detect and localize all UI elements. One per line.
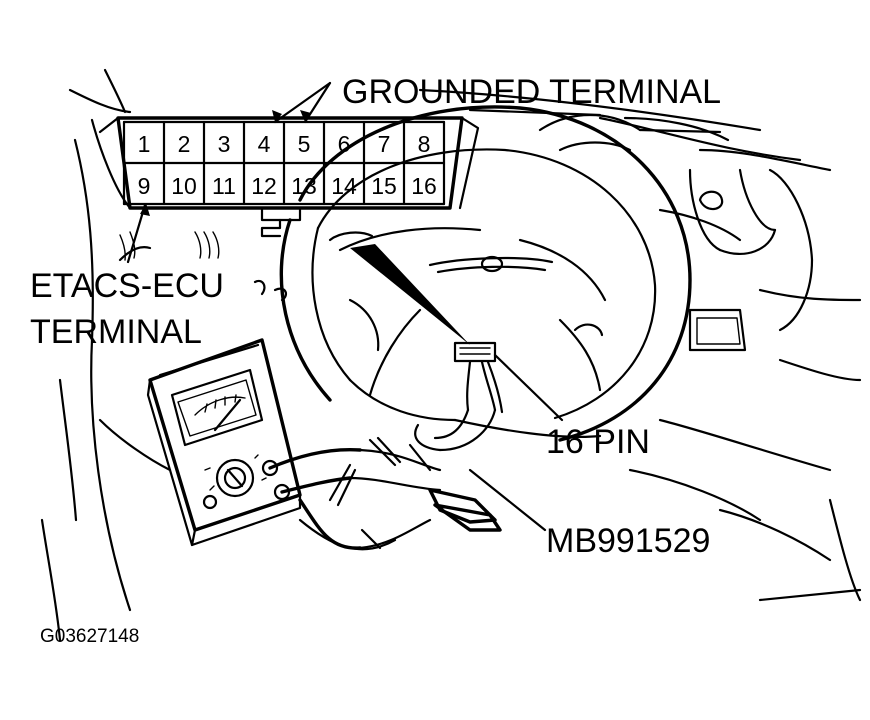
diagnosis-connector: 1 2 3 4 5 6 7 8 9 10 11 12 13 14 15 16 — [90, 116, 480, 210]
pin-5: 5 — [298, 131, 311, 157]
pin-14: 14 — [331, 173, 357, 199]
wing-emblem-icon — [428, 255, 554, 274]
pin-7: 7 — [378, 131, 391, 157]
pin-13: 13 — [291, 173, 317, 199]
grounded-terminal-label: GROUNDED TERMINAL — [342, 73, 721, 111]
pin-8: 8 — [418, 131, 431, 157]
pin-16: 16 — [411, 173, 437, 199]
diagnostic-connector-icon — [350, 244, 504, 452]
pin-6: 6 — [338, 131, 351, 157]
pin-9: 9 — [138, 173, 151, 199]
pin-4: 4 — [258, 131, 271, 157]
dashboard-outline — [40, 68, 862, 642]
pin-2: 2 — [178, 131, 191, 157]
multimeter-icon — [146, 338, 302, 547]
pin-11: 11 — [212, 173, 236, 199]
sixteen-pin-label: 16 PIN — [546, 423, 650, 461]
leader-lines — [126, 81, 564, 532]
tool-number-label: MB991529 — [546, 522, 710, 560]
pin-1: 1 — [138, 131, 151, 157]
figure-id: G03627148 — [40, 626, 139, 647]
etacs-ecu-label: ETACS-ECU — [30, 267, 224, 305]
pin-3: 3 — [218, 131, 231, 157]
pin-12: 12 — [251, 173, 277, 199]
steering-wheel-icon — [279, 105, 692, 442]
pin-10: 10 — [171, 173, 197, 199]
etacs-terminal-label: TERMINAL — [30, 313, 202, 351]
test-leads — [268, 436, 502, 551]
pin-15: 15 — [371, 173, 397, 199]
